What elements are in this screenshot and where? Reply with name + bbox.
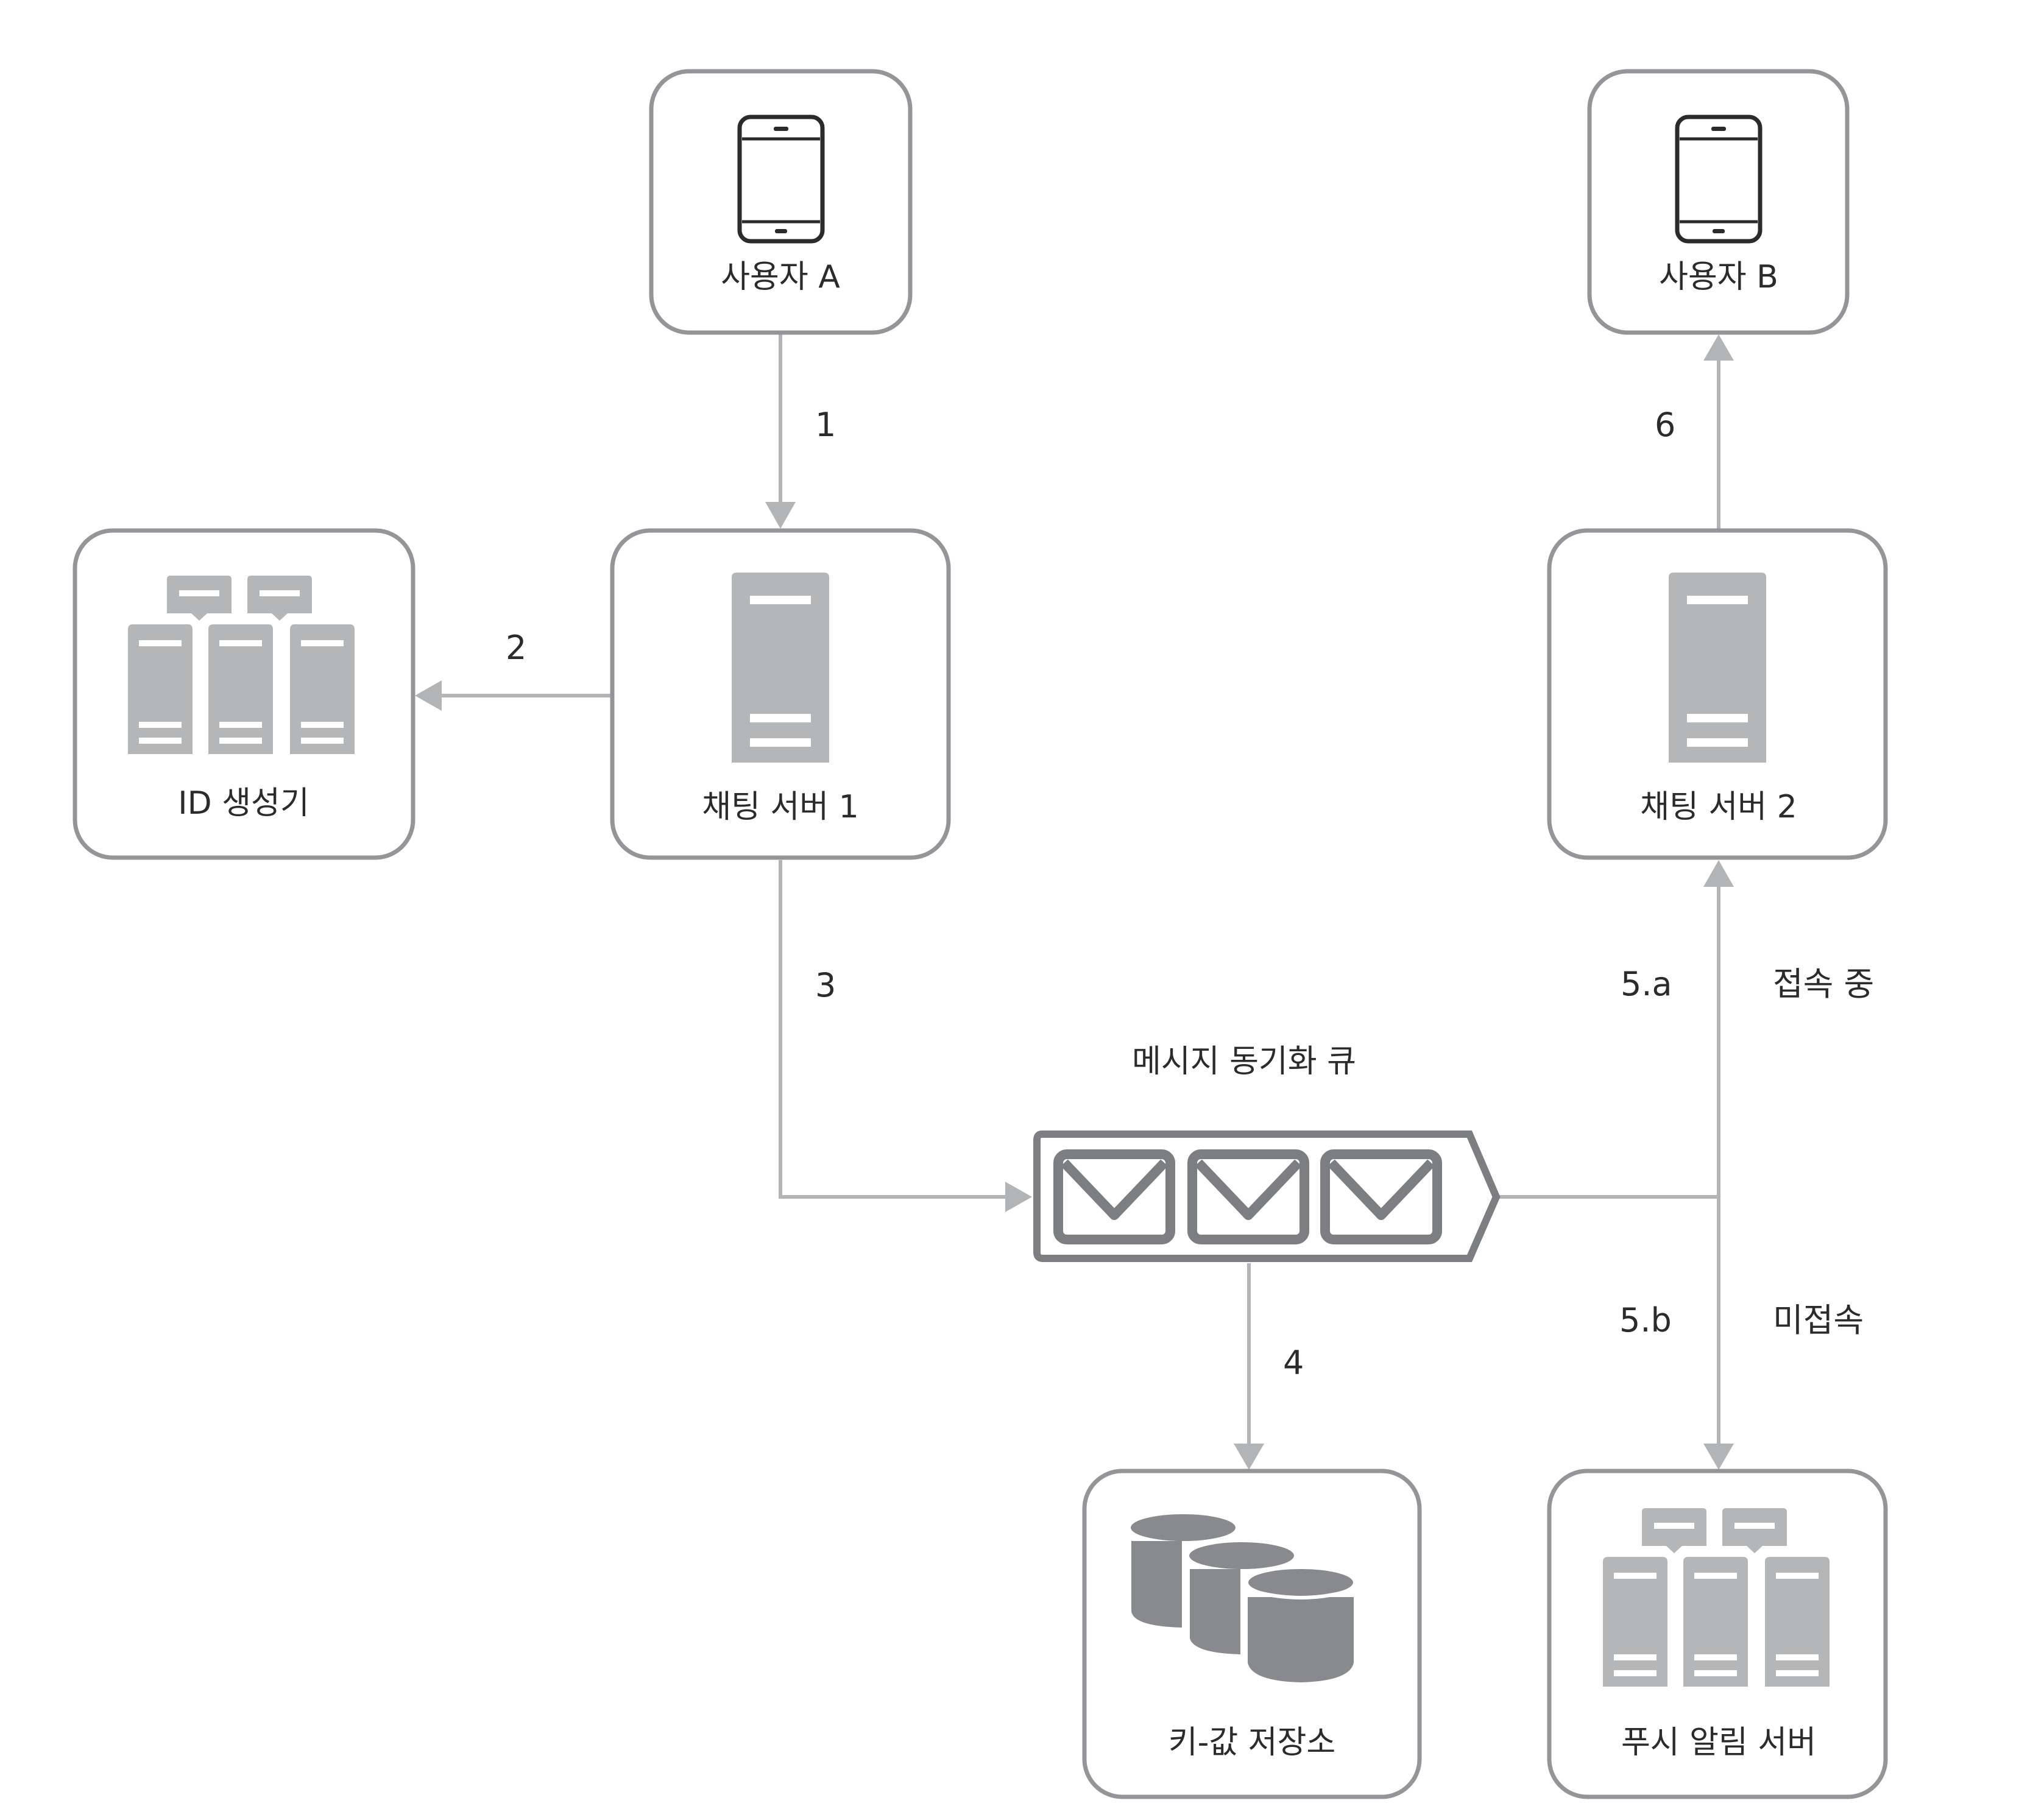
node-user-a[interactable]: 사용자 A	[649, 69, 913, 335]
envelope-icon	[1058, 1154, 1170, 1240]
edge-5b: 5.b 미접속	[1619, 1197, 1864, 1470]
node-id-generator[interactable]: ID 생성기	[72, 528, 415, 860]
arrowhead-icon	[1703, 860, 1734, 887]
envelope-icon	[1325, 1154, 1437, 1240]
edge-4: 4	[1234, 1263, 1304, 1470]
node-chat-server-2[interactable]: 채팅 서버 2	[1547, 528, 1888, 860]
edge-label-6: 6	[1655, 406, 1675, 444]
edge-3: 3	[779, 860, 1032, 1212]
arrowhead-icon	[1005, 1182, 1032, 1212]
envelope-icon	[1192, 1154, 1304, 1240]
node-label-push-server: 푸시 알림 서버	[1621, 1724, 1816, 1761]
arrowhead-icon	[1703, 334, 1734, 361]
edge-label-2: 2	[506, 629, 526, 667]
edge-label-5a: 5.a	[1621, 965, 1672, 1003]
server-icon	[1669, 573, 1766, 763]
node-label-user-a: 사용자 A	[721, 259, 840, 295]
node-label-chat-server-2: 채팅 서버 2	[1640, 789, 1797, 825]
arrowhead-icon	[765, 502, 796, 529]
node-label-chat-server-1: 채팅 서버 1	[702, 789, 859, 825]
edge-2: 2	[415, 629, 612, 711]
edge-6: 6	[1655, 334, 1734, 529]
edge-condition-5a: 접속 중	[1773, 965, 1874, 1003]
edge-label-5b: 5.b	[1619, 1301, 1672, 1339]
node-label-id-generator: ID 생성기	[178, 785, 309, 822]
edge-label-1: 1	[815, 406, 836, 444]
arrowhead-icon	[1703, 1444, 1734, 1470]
database-icon	[1131, 1514, 1354, 1682]
edge-label-4: 4	[1283, 1344, 1304, 1382]
node-chat-server-1[interactable]: 채팅 서버 1	[610, 528, 951, 860]
node-user-b[interactable]: 사용자 B	[1587, 69, 1850, 335]
smartphone-icon	[740, 117, 822, 241]
edge-5a: 5.a 접속 중	[1621, 860, 1874, 1197]
arrowhead-icon	[1234, 1444, 1264, 1470]
node-label-kv-store: 키-값 저장소	[1169, 1724, 1336, 1761]
edge-condition-5b: 미접속	[1773, 1301, 1864, 1339]
server-icon	[732, 573, 829, 763]
node-kv-store[interactable]: 키-값 저장소	[1082, 1469, 1422, 1799]
smartphone-icon	[1677, 117, 1760, 241]
node-push-server[interactable]: 푸시 알림 서버	[1547, 1469, 1888, 1799]
edge-1: 1	[765, 334, 836, 529]
edge-label-3: 3	[815, 966, 836, 1004]
arrowhead-icon	[415, 680, 442, 711]
node-label-user-b: 사용자 B	[1659, 259, 1778, 295]
node-label-message-queue: 메시지 동기화 큐	[1132, 1043, 1356, 1080]
message-queue-icon	[1033, 1130, 1501, 1262]
node-message-queue[interactable]: 메시지 동기화 큐	[1033, 1043, 1501, 1262]
